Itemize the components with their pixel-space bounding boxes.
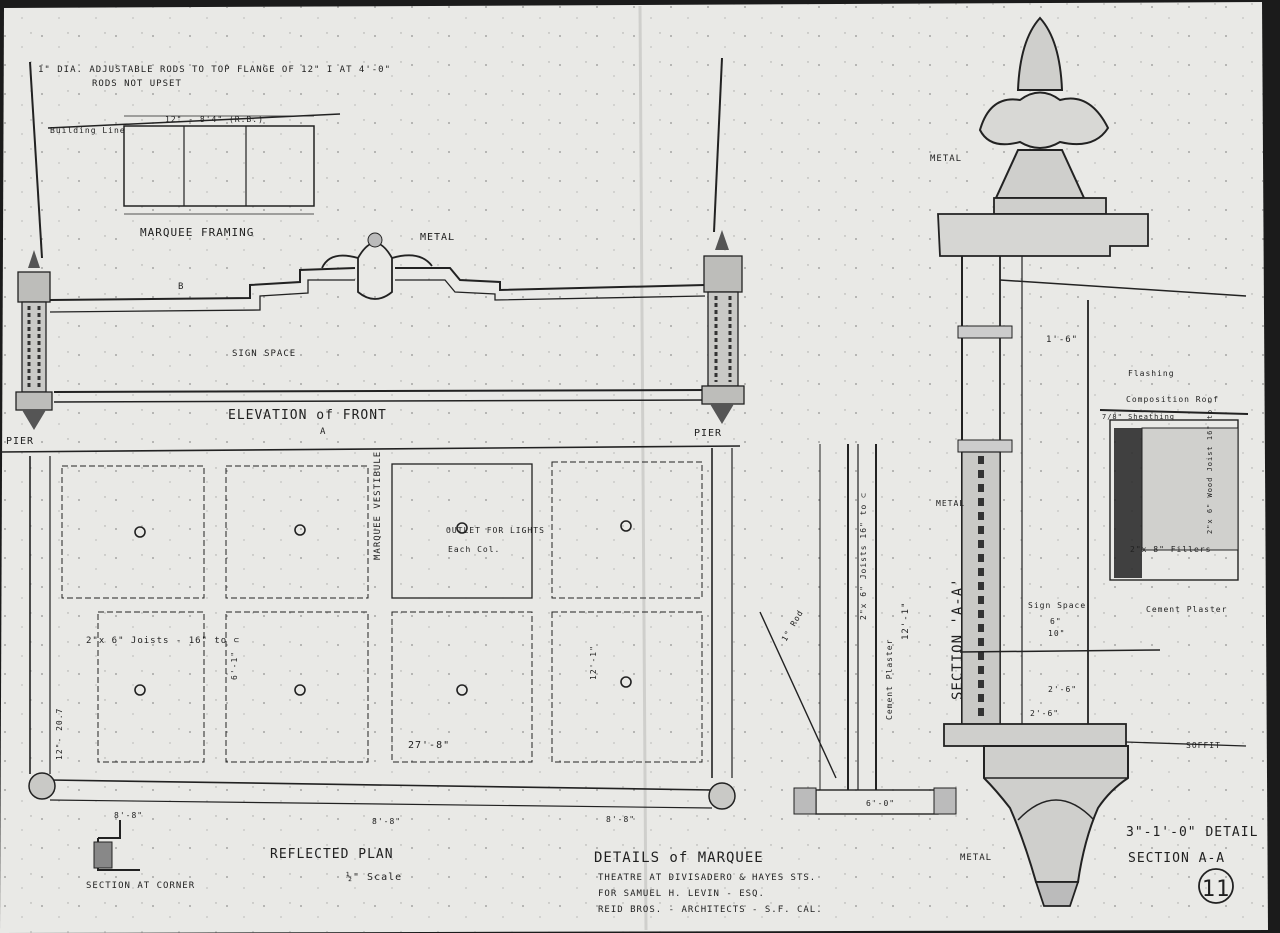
detail-scale-label: 3"-1'-0" DETAIL <box>1126 825 1258 840</box>
detail-section-label: SECTION A-A <box>1128 851 1225 866</box>
framing-title: MARQUEE FRAMING <box>140 226 254 239</box>
front-elevation <box>15 230 745 430</box>
pier-right-ornament <box>701 230 745 424</box>
outlet-lights-label: OUTLET FOR LIGHTS <box>446 526 545 535</box>
dim-2-6-b: 2'-6" <box>1030 709 1059 718</box>
rods-note-2: RODS NOT UPSET <box>92 79 182 89</box>
sign-space-detail-label: Sign Space <box>1028 601 1086 610</box>
marquee-vestibule-label: MARQUEE VESTIBULE <box>373 451 383 560</box>
metal-top-label: METAL <box>930 154 962 164</box>
finial-top <box>1016 16 1064 91</box>
soffit-label: SOFFIT <box>1186 741 1221 750</box>
joists-vertical-label: 2"x 6" Joists 16" to ⊂ <box>859 492 868 620</box>
section-aa-detail <box>937 16 1249 907</box>
pier-left-label: PIER <box>6 436 34 447</box>
sign-space-label: SIGN SPACE <box>232 349 296 359</box>
dim-8-8-left: 8'-8" <box>114 811 143 820</box>
joists-label: 2"x 6" Joists - 16" to ⊂ <box>86 636 240 646</box>
dim-6-0: 6'-0" <box>866 799 895 808</box>
dim-12-1-vertical: 12'-1" <box>901 601 911 640</box>
outlet-each-label: Each Col. <box>448 545 500 554</box>
fold-line <box>638 5 648 931</box>
rod-right <box>713 57 723 233</box>
plan-scale: ½" Scale <box>346 871 402 883</box>
dim-6: 6" <box>1050 617 1062 626</box>
framing-top-dim: 12" - 8'4" (R.B.) <box>165 115 264 124</box>
cement-plaster-label: Cement Plaster <box>1146 605 1227 614</box>
dim-27-8: 27'-8" <box>408 740 450 751</box>
pier-right-label: PIER <box>694 428 722 439</box>
rod-left <box>29 61 43 259</box>
dim-2-6-a: 2'-6" <box>1048 685 1077 694</box>
dim-1-6: 1'-6" <box>1046 335 1078 345</box>
elevation-title: ELEVATION of FRONT <box>228 408 387 423</box>
dim-12-1: 12'-1" <box>589 645 598 680</box>
flashing-label: Flashing <box>1128 369 1175 378</box>
pier-left-ornament <box>15 250 53 430</box>
dim-8-8-right: 8'-8" <box>606 815 635 824</box>
sheet-number: 11 <box>1202 877 1231 902</box>
wood-joist-label: 2"x 6" Wood Joist 16" to ⊂ <box>1206 398 1214 534</box>
reflected-plan-title: REFLECTED PLAN <box>270 847 394 862</box>
rods-note: 1" DIA. ADJUSTABLE RODS TO TOP FLANGE OF… <box>38 65 391 75</box>
marquee-framing-plan <box>47 113 341 215</box>
architects-line: REID BROS. - ARCHITECTS - S.F. CAL. <box>598 905 823 915</box>
dim-12-20-7: 12"- 20.7 <box>55 708 64 760</box>
fillers-label: 2"x 8" Fillers <box>1130 545 1211 554</box>
dim-8-8-mid: 8'-8" <box>372 817 401 826</box>
theatre-line: THEATRE AT DIVISADERO & HAYES STS. <box>598 873 816 883</box>
marquee-side-section <box>759 444 957 815</box>
section-mark-a: A <box>320 427 326 437</box>
sheet-number-circle <box>1198 868 1234 904</box>
composition-roof-label: Composition Roof <box>1126 395 1219 404</box>
metal-bottom-label: METAL <box>960 853 992 863</box>
owner-line: FOR SAMUEL H. LEVIN - ESQ. <box>598 889 765 899</box>
cement-plaster-vertical: Cement Plaster <box>885 639 894 720</box>
dim-10: 10" <box>1048 629 1065 638</box>
metal-left-label: METAL <box>936 499 965 508</box>
reflected-plan <box>0 445 741 871</box>
crest-metal-label: METAL <box>420 232 455 243</box>
building-line-label: Building Line <box>50 126 126 135</box>
dim-6-1: 6'-1" <box>230 651 239 680</box>
details-title: DETAILS of MARQUEE <box>594 850 764 866</box>
sheathing-label: 7/8" Sheathing <box>1102 413 1175 421</box>
section-aa-title: SECTION 'A-A' <box>950 577 966 700</box>
section-corner-label: SECTION AT CORNER <box>86 881 195 891</box>
section-mark-b: B <box>178 282 184 292</box>
